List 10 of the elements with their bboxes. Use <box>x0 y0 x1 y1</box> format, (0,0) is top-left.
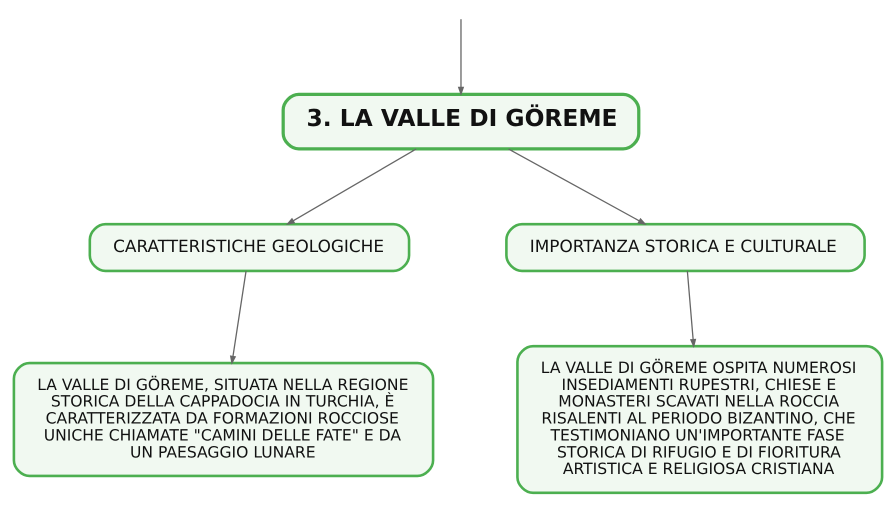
node-box: LA VALLE DI GÖREME OSPITA NUMEROSI INSEDIAMENTI RUPESTRI, CHIESE E MONASTERI SCAVATI NELLA ROCCIA RISALENTI AL PERIODO BIZANTINO, CHE TESTIMONIANO UN'IMPORTANTE FASE STORICA DI RIFUGIO E DI FIORITURA ARTISTICA E RELIGIOSA CRISTIANA <box>516 344 884 494</box>
node-box: CARATTERISTICHE GEOLOGICHE <box>88 222 410 272</box>
arrow <box>458 19 464 96</box>
node-box: IMPORTANZA STORICA E CULTURALE <box>505 222 866 272</box>
arrow <box>686 270 696 348</box>
arrow <box>508 148 647 225</box>
node-box: 3. LA VALLE DI GÖREME <box>282 92 640 151</box>
node-box: LA VALLE DI GÖREME, SITUATA NELLA REGIONE STORICA DELLA CAPPADOCIA IN TURCHIA, È CARATTERIZZATA DA FORMAZIONI ROCCIOSE UNICHE CHIAMATE "CAMINI DELLE FATE" E DA UN PAESAGGIO LUNARE <box>12 362 434 478</box>
arrow <box>230 270 247 365</box>
arrow <box>286 148 416 226</box>
